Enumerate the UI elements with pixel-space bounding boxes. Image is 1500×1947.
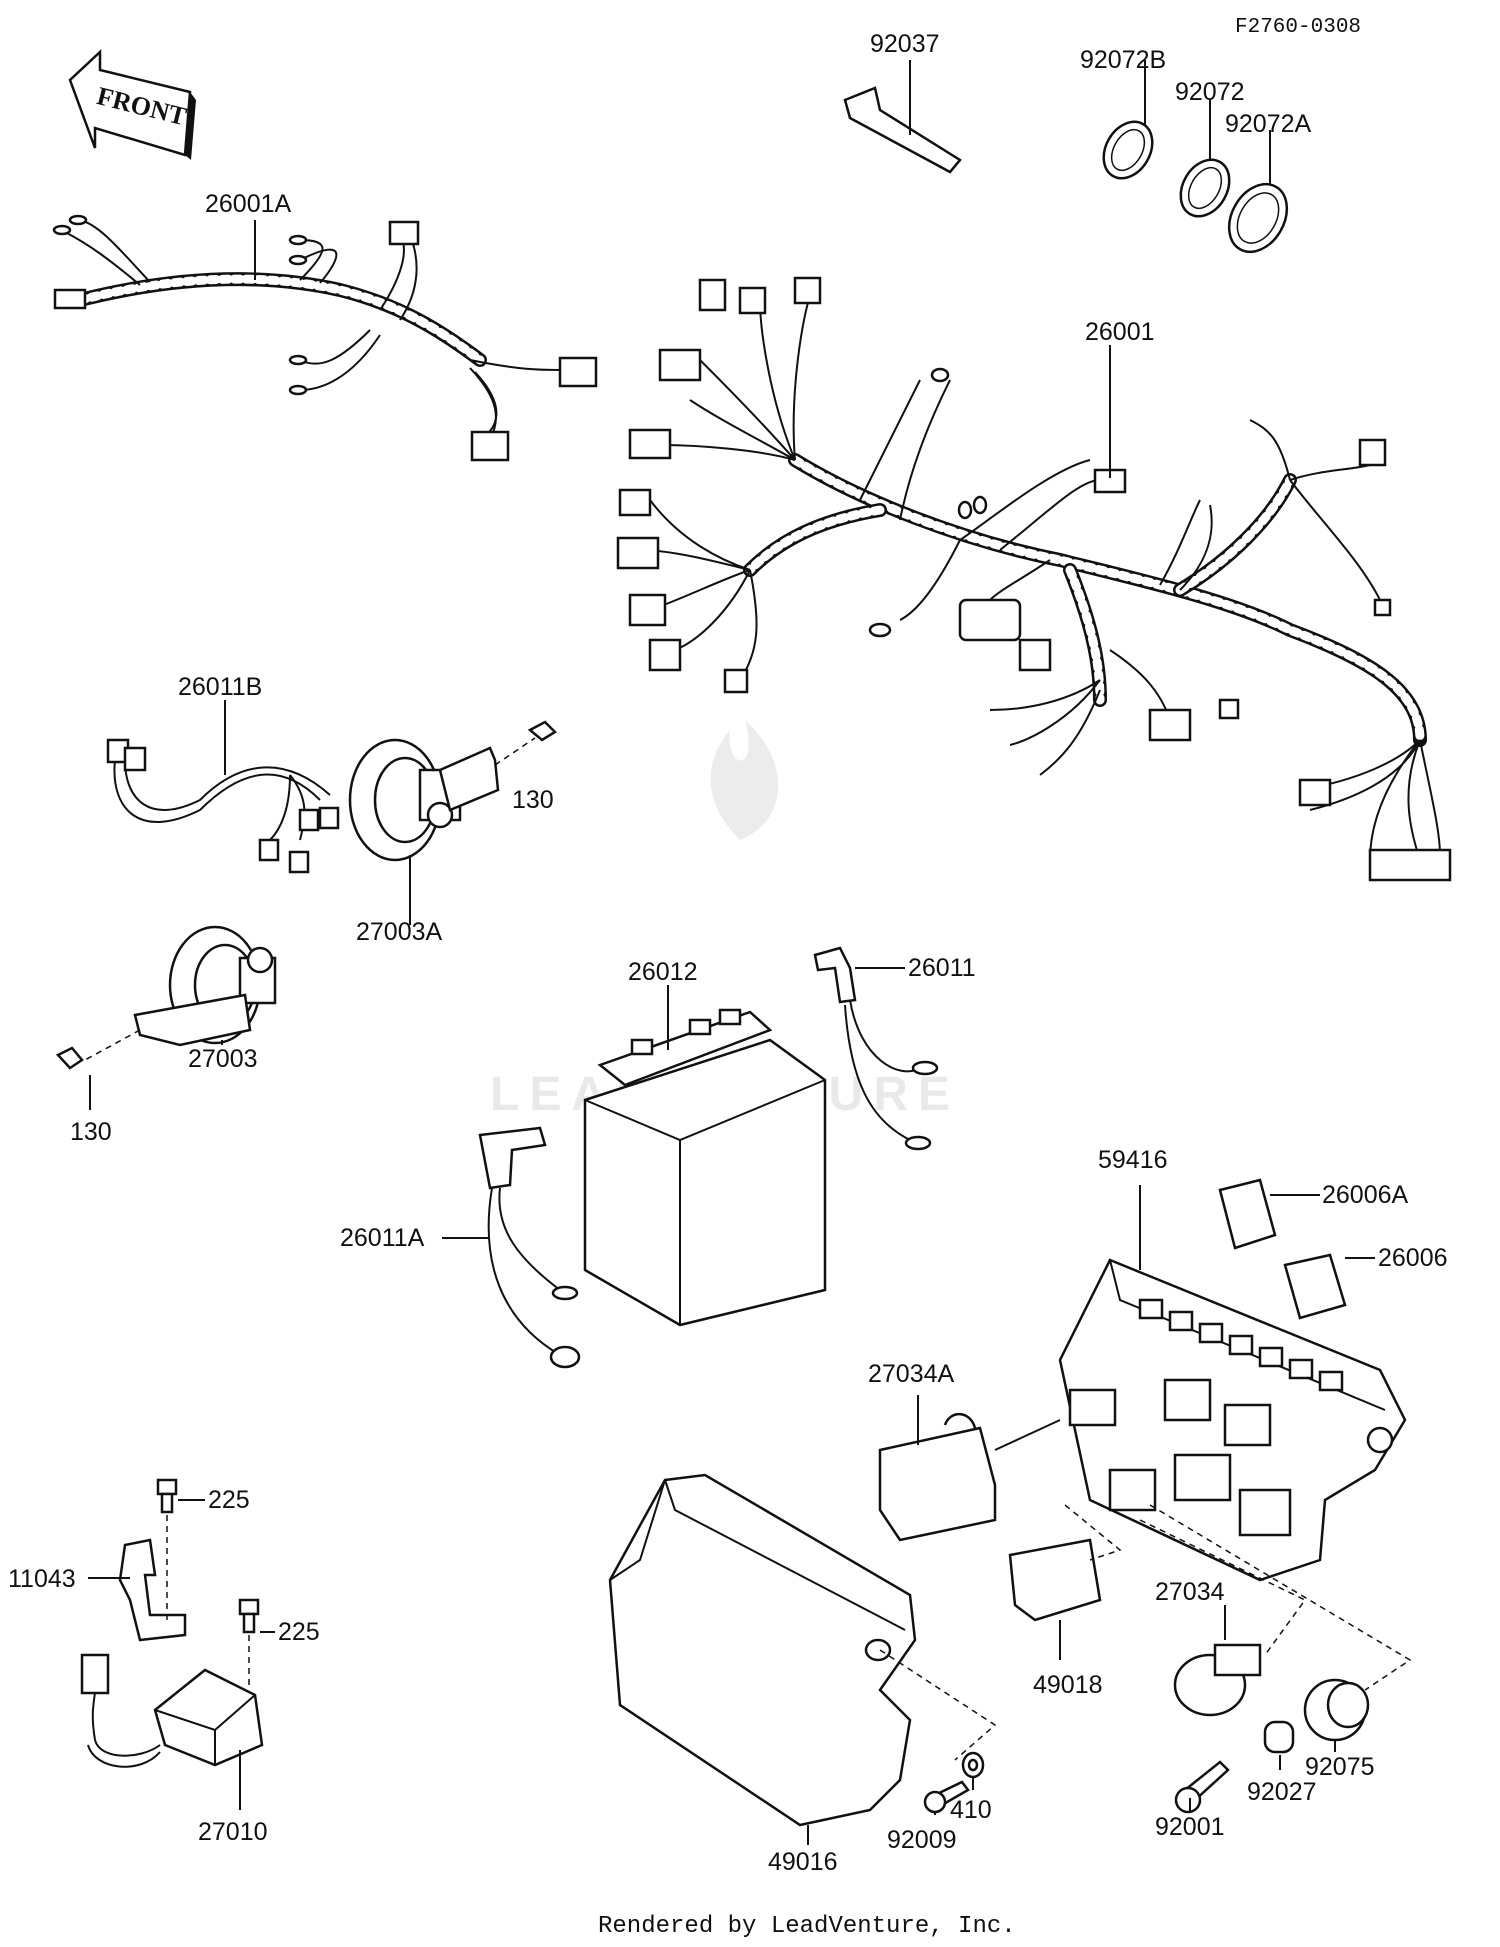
- regulator-27010: [80, 1653, 264, 1810]
- label-26006A: 26006A: [1322, 1181, 1409, 1209]
- label-92009: 92009: [887, 1826, 957, 1854]
- label-92072B: 92072B: [1080, 46, 1166, 74]
- sub-wiring-harness-26001A: [52, 214, 598, 462]
- label-27010: 27010: [198, 1818, 268, 1846]
- label-11043: 11043: [8, 1565, 76, 1593]
- label-92037: 92037: [870, 30, 940, 58]
- label-225-upper: 225: [208, 1486, 250, 1514]
- label-92072: 92072: [1175, 78, 1245, 106]
- label-26001A: 26001A: [205, 190, 292, 218]
- bolt-92009: [923, 1780, 970, 1815]
- label-130-upper: 130: [512, 786, 554, 814]
- horn-27003A: [348, 720, 558, 925]
- cover-49016: [608, 1473, 997, 1845]
- bracket-11043: [88, 1538, 187, 1642]
- front-arrow-icon: FRONT: [68, 49, 196, 160]
- main-wiring-harness-26001: [616, 276, 1452, 882]
- label-27003: 27003: [188, 1045, 258, 1073]
- label-92075: 92075: [1305, 1753, 1375, 1781]
- label-27034: 27034: [1155, 1578, 1225, 1606]
- label-26012: 26012: [628, 958, 698, 986]
- label-92072A: 92072A: [1225, 110, 1312, 138]
- label-59416: 59416: [1098, 1146, 1168, 1174]
- label-26011: 26011: [908, 954, 976, 982]
- label-225-lower: 225: [278, 1618, 320, 1646]
- label-27034A: 27034A: [868, 1360, 955, 1388]
- relay-27034A: [878, 1395, 1061, 1542]
- label-410: 410: [950, 1796, 992, 1824]
- horn-lead-26011B: [106, 700, 340, 874]
- footer-credit: Rendered by LeadVenture, Inc.: [598, 1913, 1016, 1940]
- relay-27034: [1139, 1519, 1307, 1717]
- junction-box-59416: [1058, 1185, 1407, 1582]
- label-26001: 26001: [1085, 318, 1155, 346]
- label-26011B: 26011B: [178, 673, 262, 701]
- battery-lead-26011A: [442, 1126, 581, 1369]
- label-26011A: 26011A: [340, 1224, 425, 1252]
- fuse-26006: [1283, 1253, 1375, 1320]
- battery-26012: [583, 985, 827, 1327]
- grommet-92075: [1149, 1504, 1412, 1752]
- label-49018: 49018: [1033, 1671, 1103, 1699]
- relay-49018: [1008, 1504, 1122, 1660]
- fuse-26006A: [1218, 1178, 1320, 1250]
- washer-410: [961, 1751, 985, 1790]
- label-130-lower: 130: [70, 1118, 112, 1146]
- label-27003A: 27003A: [356, 918, 443, 946]
- horn-27003: [55, 925, 277, 1110]
- label-92001: 92001: [1155, 1813, 1225, 1841]
- diagram-code: F2760-0308: [1235, 16, 1361, 39]
- bracket-92037: [843, 60, 962, 174]
- label-92027: 92027: [1247, 1778, 1317, 1806]
- collar-92027: [1263, 1720, 1295, 1770]
- battery-lead-26011: [813, 946, 939, 1151]
- screw-225-lower: [238, 1598, 275, 1690]
- clamps-92072: [1102, 60, 1289, 254]
- bolt-92001: [1174, 1760, 1230, 1814]
- screw-225-upper: [156, 1478, 205, 1620]
- label-26006: 26006: [1378, 1244, 1448, 1272]
- label-49016: 49016: [768, 1848, 838, 1876]
